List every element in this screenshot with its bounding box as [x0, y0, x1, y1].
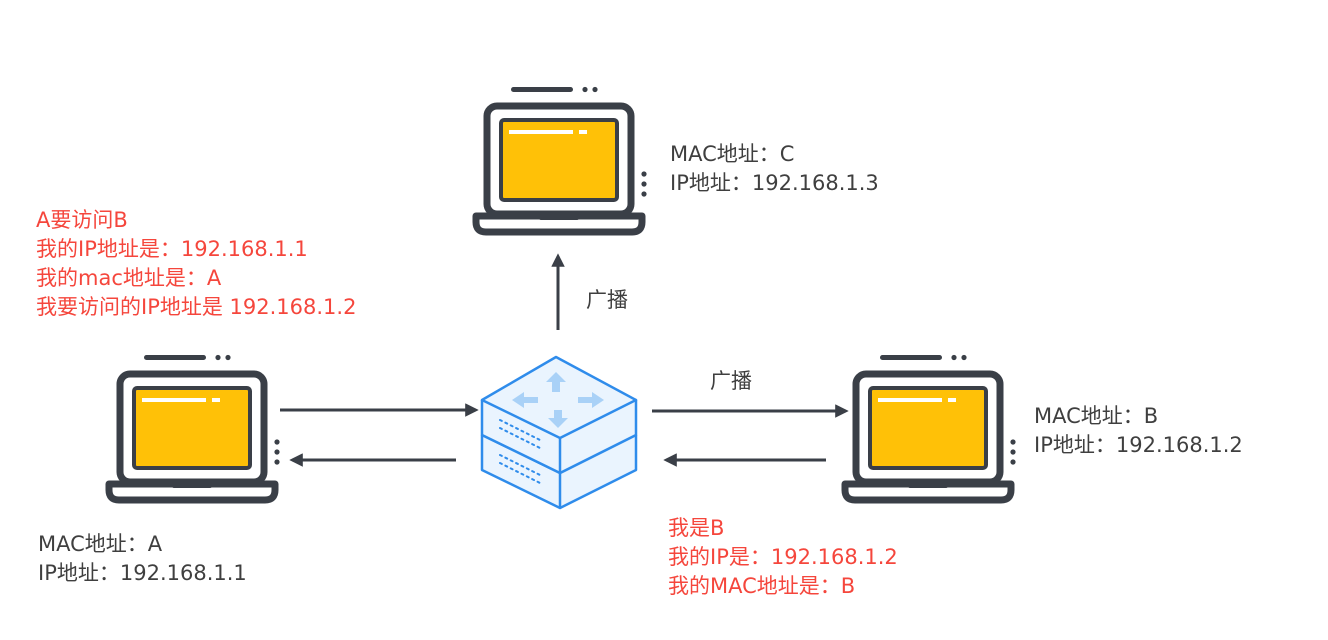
laptop-a-ip: IP地址：192.168.1.1	[38, 561, 247, 585]
request-line: 我的IP地址是：192.168.1.1	[36, 237, 308, 261]
laptop-c-ip: IP地址：192.168.1.3	[670, 171, 879, 195]
laptop-a-label: MAC地址：A IP地址：192.168.1.1	[38, 530, 247, 588]
laptop-b-icon	[845, 355, 1016, 500]
laptop-a-mac: MAC地址：A	[38, 532, 163, 556]
broadcast-right-label: 广播	[710, 369, 752, 393]
laptop-a-icon	[109, 355, 280, 500]
request-line: A要访问B	[36, 208, 128, 232]
laptop-b-ip: IP地址：192.168.1.2	[1034, 433, 1243, 457]
request-line: 我要访问的IP地址是 192.168.1.2	[36, 295, 357, 319]
request-annotation: A要访问B 我的IP地址是：192.168.1.1 我的mac地址是：A 我要访…	[36, 206, 356, 322]
laptop-c-icon	[476, 87, 647, 232]
laptop-c-label: MAC地址：C IP地址：192.168.1.3	[670, 140, 879, 198]
reply-line: 我的MAC地址是：B	[668, 574, 856, 598]
broadcast-up-label: 广播	[586, 288, 628, 312]
reply-annotation: 我是B 我的IP是：192.168.1.2 我的MAC地址是：B	[668, 514, 898, 601]
request-line: 我的mac地址是：A	[36, 266, 222, 290]
laptop-b-mac: MAC地址：B	[1034, 404, 1159, 428]
reply-line: 我是B	[668, 516, 725, 540]
switch-icon	[480, 355, 638, 510]
laptop-b-label: MAC地址：B IP地址：192.168.1.2	[1034, 402, 1243, 460]
reply-line: 我的IP是：192.168.1.2	[668, 545, 898, 569]
laptop-c-mac: MAC地址：C	[670, 142, 795, 166]
